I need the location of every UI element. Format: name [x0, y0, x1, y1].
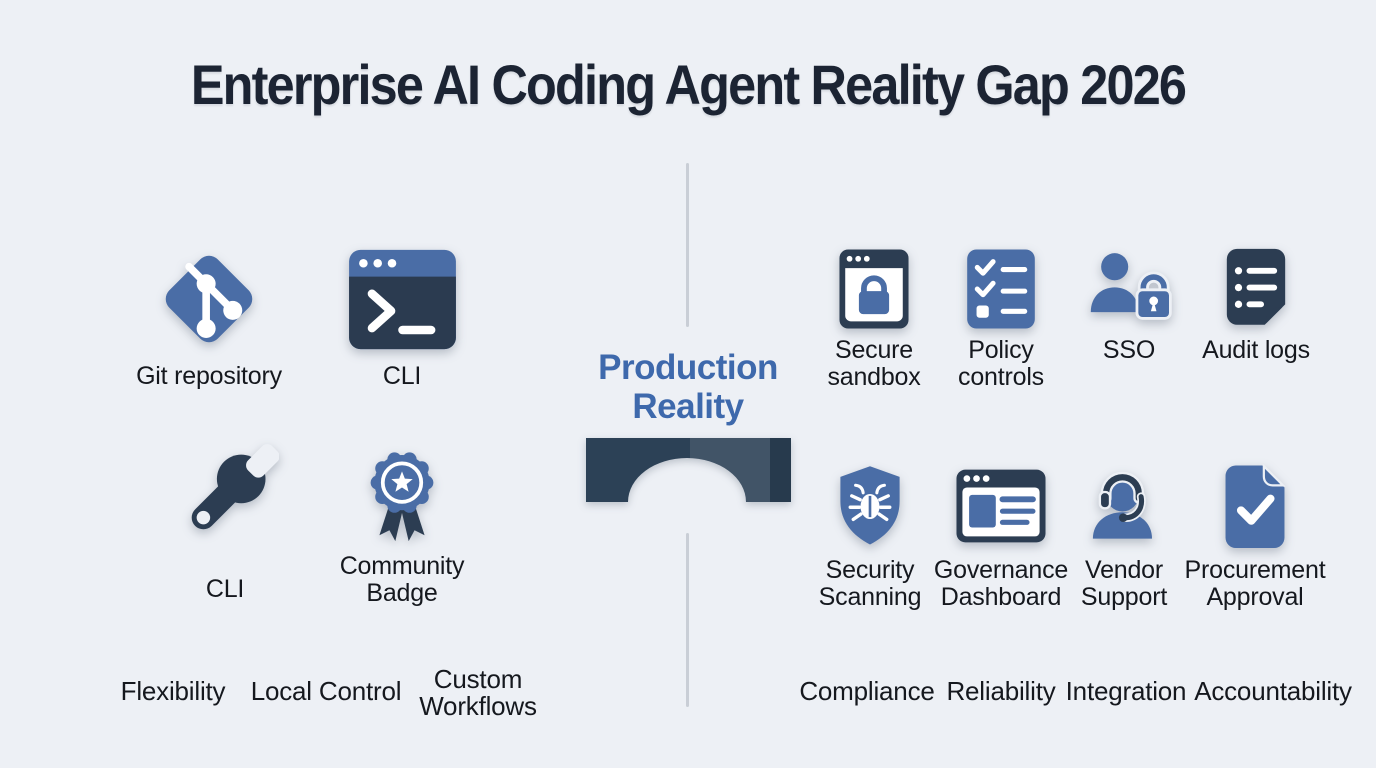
value-local-control: Local Control [250, 676, 402, 706]
vendor-iconbox [1064, 460, 1184, 552]
feature-procurement-approval: Procurement Approval [1170, 460, 1340, 610]
terminal-icon [348, 249, 456, 349]
value-custom-workflows: Custom Workflows [419, 664, 537, 722]
feature-label: Security Scanning [818, 556, 922, 611]
center-label-line2: Reality [632, 387, 744, 427]
feature-label: CLI [205, 575, 245, 603]
dashboard-iconbox [921, 460, 1081, 552]
git-branch-icon [165, 255, 253, 343]
feature-label: Audit logs [1202, 336, 1310, 364]
feature-secure-sandbox: Secure sandbox [804, 246, 944, 390]
feature-label: SSO [1102, 336, 1156, 364]
sso-iconbox [1059, 246, 1199, 332]
feature-cli-wrench: CLI [165, 444, 285, 603]
user-lock-icon [1090, 253, 1172, 320]
shield-iconbox [800, 460, 940, 552]
feature-sso: SSO [1059, 246, 1199, 364]
sandbox-iconbox [804, 246, 944, 332]
value-accountability: Accountability [1194, 676, 1352, 706]
feature-security-scanning: Security Scanning [800, 460, 940, 610]
center-label: Production Reality [578, 348, 798, 426]
browser-lock-icon [839, 249, 909, 329]
center-divider-top [686, 163, 689, 327]
feature-label: Git repository [136, 362, 282, 390]
dashboard-window-icon [956, 469, 1046, 543]
center-divider-bottom [686, 533, 689, 707]
feature-label: Community Badge [339, 552, 465, 607]
feature-community-badge: Community Badge [327, 444, 477, 606]
checklist-icon [967, 249, 1035, 329]
feature-label: Procurement Approval [1184, 556, 1326, 611]
feature-label: Vendor Support [1080, 556, 1168, 611]
terminal-iconbox [342, 240, 462, 358]
value-integration: Integration [1065, 676, 1187, 706]
feature-label: CLI [382, 362, 422, 390]
document-check-icon [1225, 464, 1286, 548]
feature-label: Governance Dashboard [933, 556, 1069, 611]
policy-iconbox [931, 246, 1071, 332]
wrench-iconbox [165, 444, 285, 548]
feature-label: Policy controls [958, 336, 1044, 391]
document-list-icon [1226, 248, 1286, 325]
value-flexibility: Flexibility [120, 676, 226, 706]
feature-label: Secure sandbox [827, 336, 921, 391]
feature-cli-terminal: CLI [342, 240, 462, 390]
feature-vendor-support: Vendor Support [1064, 460, 1184, 610]
award-badge-icon [370, 452, 434, 542]
page-title: Enterprise AI Coding Agent Reality Gap 2… [190, 53, 1187, 116]
feature-audit-logs: Audit logs [1201, 246, 1311, 364]
git-iconbox [114, 240, 304, 358]
wrench-icon [191, 444, 279, 530]
support-agent-icon [1092, 471, 1152, 539]
value-compliance: Compliance [799, 676, 935, 706]
audit-iconbox [1201, 246, 1311, 332]
procurement-iconbox [1170, 460, 1340, 552]
feature-governance-dashboard: Governance Dashboard [921, 460, 1081, 610]
badge-iconbox [327, 444, 477, 548]
feature-policy-controls: Policy controls [931, 246, 1071, 390]
feature-git-repository: Git repository [114, 240, 304, 390]
center-label-line1: Production [598, 348, 778, 387]
bridge-icon [586, 438, 791, 502]
shield-bug-icon [840, 465, 900, 544]
value-reliability: Reliability [946, 676, 1056, 706]
